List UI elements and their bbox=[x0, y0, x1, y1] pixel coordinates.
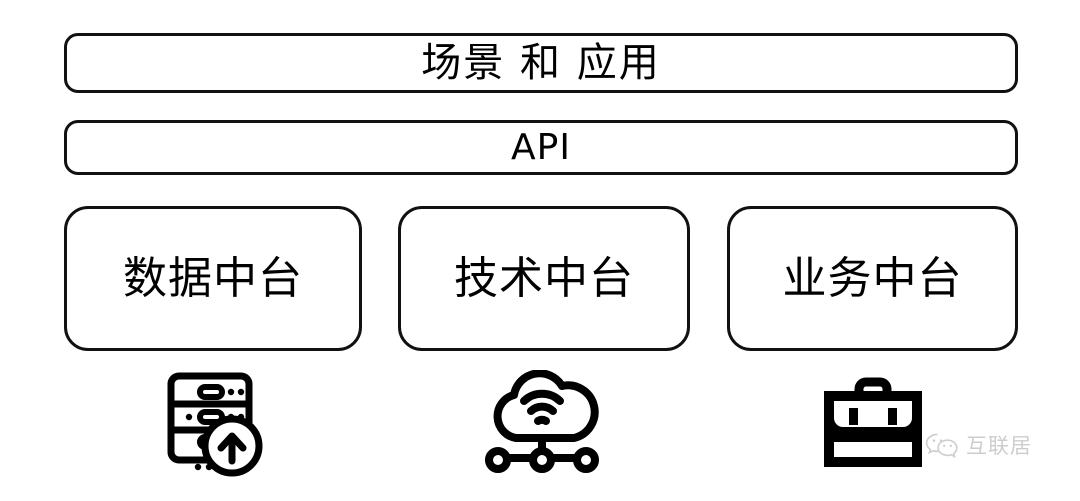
scenario-and-application-label: 场景 和 应用 bbox=[421, 40, 661, 86]
icon-slot-data bbox=[64, 362, 362, 482]
cloud-wifi-network-icon bbox=[485, 370, 599, 473]
api-label: API bbox=[511, 126, 571, 168]
watermark-label: 互联居 bbox=[966, 433, 1032, 458]
api-box: API bbox=[64, 120, 1018, 175]
wechat-icon bbox=[925, 433, 958, 459]
platform-box-technology: 技术中台 bbox=[398, 206, 690, 351]
platform-label-business: 业务中台 bbox=[782, 252, 963, 304]
scenario-and-application-box: 场景 和 应用 bbox=[64, 33, 1018, 93]
platform-label-technology: 技术中台 bbox=[454, 252, 634, 304]
briefcase-icon bbox=[823, 377, 922, 467]
database-server-upload-icon bbox=[167, 372, 263, 477]
platform-box-business: 业务中台 bbox=[727, 206, 1018, 351]
watermark: 互联居 bbox=[925, 432, 1032, 460]
icon-slot-technology bbox=[398, 362, 690, 482]
platform-box-data: 数据中台 bbox=[64, 206, 362, 351]
platform-label-data: 数据中台 bbox=[123, 252, 303, 304]
icon-slot-business bbox=[727, 362, 1018, 482]
